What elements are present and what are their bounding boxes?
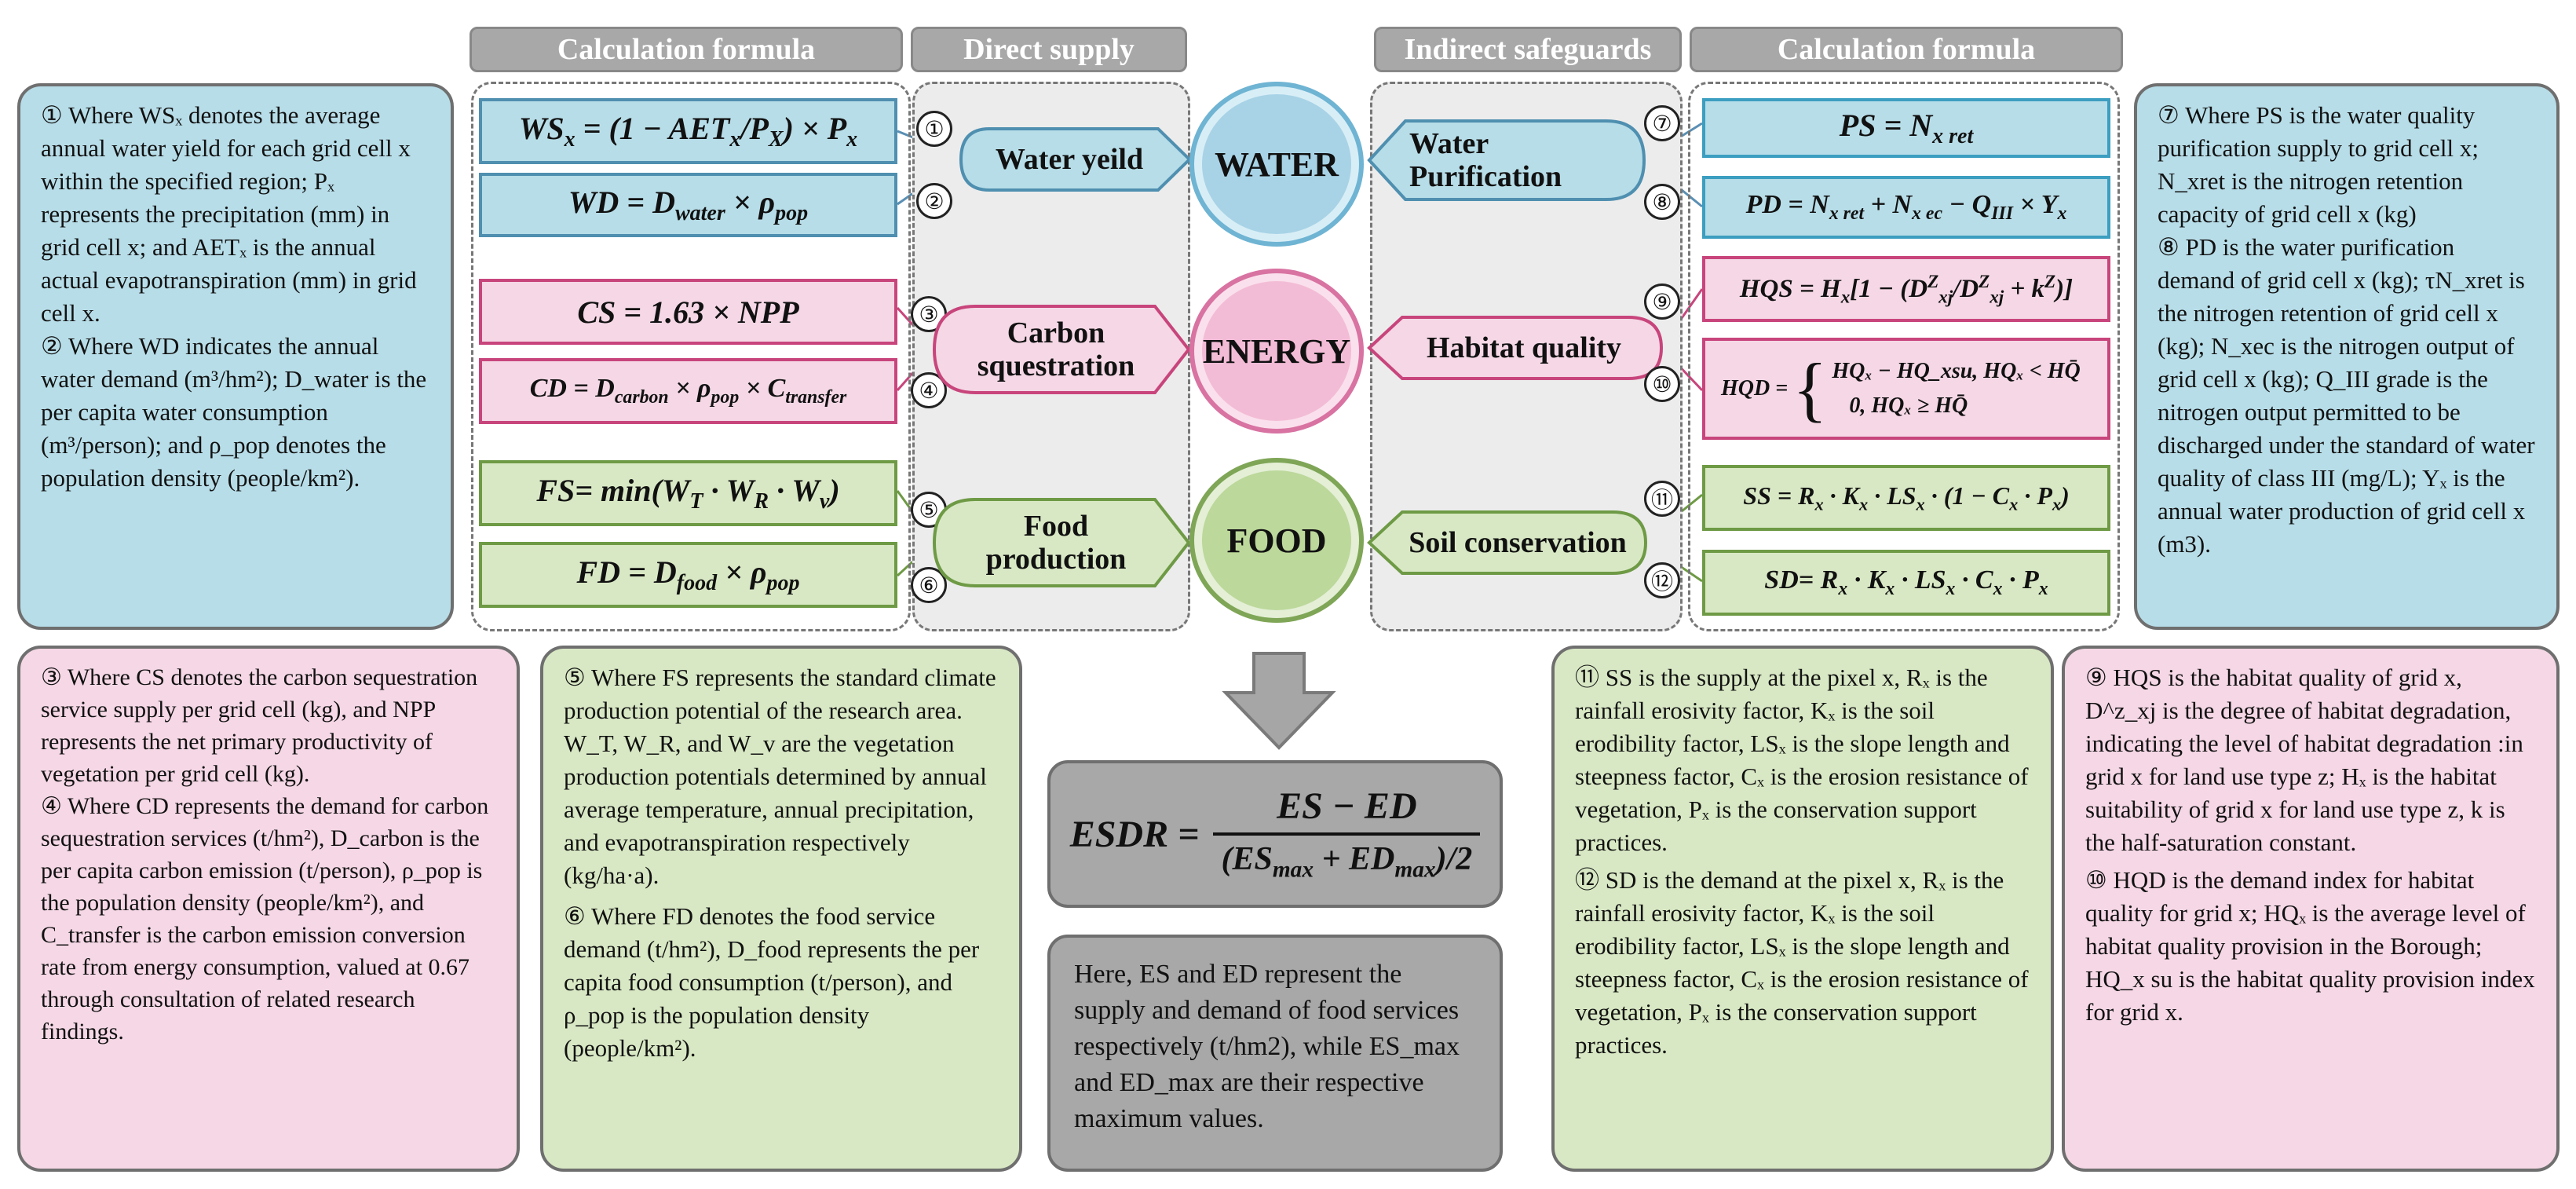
soil-shape bbox=[1367, 510, 1648, 575]
frame-calc-right bbox=[1688, 82, 2120, 631]
header-calc-left: Calculation formula bbox=[470, 27, 903, 72]
number-7: ⑦ bbox=[1644, 105, 1680, 141]
formula-hqd: HQD = { HQₓ − HQ_xsu, HQₓ < HQ̄ 0, HQₓ ≥… bbox=[1702, 338, 2110, 440]
note-11: ⑪ SS is the supply at the pixel x, Rₓ is… bbox=[1575, 664, 2029, 856]
number-6: ⑥ bbox=[911, 567, 947, 603]
formula-ps: PS = Nx ret bbox=[1702, 98, 2110, 158]
center-food: FOOD bbox=[1189, 458, 1364, 623]
service-water-purification: Water Purification bbox=[1409, 123, 1637, 198]
note-5: ⑤ Where FS represents the standard clima… bbox=[564, 664, 996, 889]
formula-fs: FS= min(WT · WR · Wv) bbox=[479, 460, 897, 526]
note-2: ② Where WD indicates the annual water de… bbox=[41, 332, 427, 492]
header-direct-supply: Direct supply bbox=[911, 27, 1187, 72]
header-calc-right: Calculation formula bbox=[1690, 27, 2123, 72]
formula-ws: WSx = (1 − AETx/PX) × Px bbox=[479, 98, 897, 164]
number-1: ① bbox=[916, 111, 952, 147]
center-energy: ENERGY bbox=[1189, 269, 1364, 434]
formula-sd: SD= Rx · Kx · LSx · Cx · Px bbox=[1702, 550, 2110, 616]
number-12: ⑫ bbox=[1644, 562, 1680, 598]
number-4: ④ bbox=[911, 372, 947, 408]
service-food-line2: production bbox=[985, 543, 1127, 576]
service-carbon-line2: squestration bbox=[977, 349, 1135, 382]
number-2: ② bbox=[916, 183, 952, 219]
water-purification-shape bbox=[1367, 119, 1646, 201]
esdr-formula: ESDR = ES − ED (ESmax + EDmax)/2 bbox=[1047, 760, 1503, 908]
note-soil: ⑪ SS is the supply at the pixel x, Rₓ is… bbox=[1551, 646, 2054, 1172]
number-10: ⑩ bbox=[1644, 366, 1680, 402]
number-9: ⑨ bbox=[1644, 284, 1680, 320]
header-indirect: Indirect safeguards bbox=[1374, 27, 1682, 72]
service-soil: Soil conservation bbox=[1409, 526, 1627, 559]
note-water-left: ① Where WSₓ denotes the average annual w… bbox=[17, 83, 454, 630]
service-food: Food production bbox=[942, 504, 1170, 581]
food-shape bbox=[932, 498, 1191, 587]
note-7: ⑦ Where PS is the water quality purifica… bbox=[2158, 101, 2479, 228]
esdr-explanation-text: Here, ES and ED represent the supply and… bbox=[1074, 960, 1460, 1133]
note-3: ③ Where CS denotes the carbon sequestrat… bbox=[41, 664, 478, 787]
frame-calc-left bbox=[471, 82, 911, 631]
formula-hqd-case1: HQₓ − HQ_xsu, HQₓ < HQ̄ bbox=[1832, 359, 2081, 383]
carbon-shape bbox=[932, 305, 1191, 394]
service-habitat: Habitat quality bbox=[1426, 331, 1622, 364]
note-habitat: ⑨ HQS is the habitat quality of grid x, … bbox=[2062, 646, 2560, 1172]
note-10: ⑩ HQD is the demand index for habitat qu… bbox=[2085, 866, 2535, 1026]
note-carbon: ③ Where CS denotes the carbon sequestrat… bbox=[17, 646, 520, 1172]
service-water-purification-line2: Purification bbox=[1409, 160, 1562, 193]
note-water-right: ⑦ Where PS is the water quality purifica… bbox=[2134, 83, 2560, 630]
formula-hqd-case2: 0, HQₓ ≥ HQ̄ bbox=[1849, 393, 1968, 418]
formula-fd: FD = Dfood × ρpop bbox=[479, 542, 897, 608]
note-food: ⑤ Where FS represents the standard clima… bbox=[540, 646, 1022, 1172]
formula-cd: CD = Dcarbon × ρpop × Ctransfer bbox=[479, 358, 897, 424]
center-water: WATER bbox=[1189, 82, 1364, 247]
number-11: ⑪ bbox=[1644, 481, 1680, 517]
service-food-line1: Food bbox=[1023, 510, 1089, 543]
esdr-explanation: Here, ES and ED represent the supply and… bbox=[1047, 935, 1503, 1172]
down-arrow bbox=[1222, 652, 1336, 750]
habitat-shape bbox=[1367, 316, 1664, 380]
formula-wd: WD = Dwater × ρpop bbox=[479, 173, 897, 237]
water-yield-shape bbox=[959, 127, 1192, 192]
formula-cs: CS = 1.63 × NPP bbox=[479, 279, 897, 345]
esdr-denominator: (ESmax + EDmax)/2 bbox=[1213, 832, 1481, 883]
formula-pd: PD = Nx ret + Nx ec − QIII × Yx bbox=[1702, 176, 2110, 239]
service-carbon: Carbon squestration bbox=[942, 311, 1170, 388]
formula-ss: SS = Rx · Kx · LSx · (1 − Cx · Px) bbox=[1702, 465, 2110, 531]
formula-hqs: HQS = Hx[1 − (DZxj/DZxj + kZ)] bbox=[1702, 256, 2110, 322]
note-1: ① Where WSₓ denotes the average annual w… bbox=[41, 101, 417, 327]
note-6: ⑥ Where FD denotes the food service dema… bbox=[564, 902, 980, 1062]
service-carbon-line1: Carbon bbox=[1007, 316, 1105, 349]
number-8: ⑧ bbox=[1644, 184, 1680, 220]
esdr-numerator: ES − ED bbox=[1277, 785, 1417, 828]
service-water-purification-line1: Water bbox=[1409, 127, 1489, 160]
note-8: ⑧ PD is the water purification demand of… bbox=[2158, 233, 2535, 558]
note-12: ⑫ SD is the demand at the pixel x, Rₓ is… bbox=[1575, 866, 2029, 1059]
note-9: ⑨ HQS is the habitat quality of grid x, … bbox=[2085, 664, 2523, 856]
note-4: ④ Where CD represents the demand for car… bbox=[41, 793, 489, 1044]
service-water-yield: Water yeild bbox=[995, 143, 1144, 176]
